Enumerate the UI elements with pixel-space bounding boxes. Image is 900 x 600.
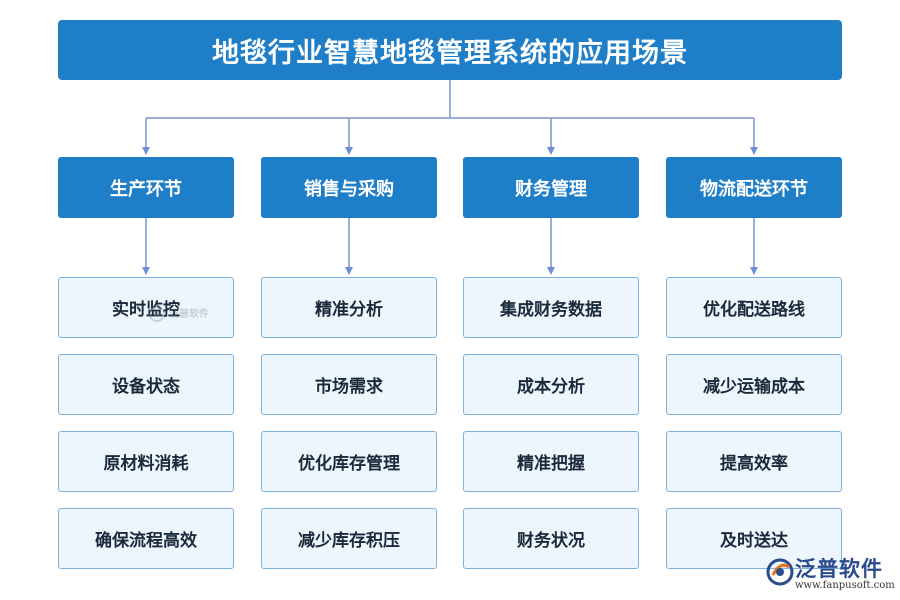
- item-precise-analysis: 精准分析: [261, 277, 437, 338]
- item-market-demand: 市场需求: [261, 354, 437, 415]
- item-equipment-status: 设备状态: [58, 354, 234, 415]
- brand-url: www.fanpusoft.com: [795, 580, 895, 591]
- brand-name: 泛普软件: [795, 557, 883, 581]
- item-efficient-process: 确保流程高效: [58, 508, 234, 569]
- watermark-text: 泛普软件: [169, 308, 209, 320]
- watermark-logo-icon: [149, 306, 165, 322]
- brand-logo-icon: [766, 558, 794, 586]
- item-precise-grasp: 精准把握: [463, 431, 639, 492]
- diagram-title: 地毯行业智慧地毯管理系统的应用场景: [58, 20, 842, 80]
- item-improve-efficiency: 提高效率: [666, 431, 842, 492]
- item-optimize-delivery-route: 优化配送路线: [666, 277, 842, 338]
- category-sales-purchasing: 销售与采购: [261, 157, 437, 218]
- item-on-time-delivery: 及时送达: [666, 508, 842, 569]
- item-real-time-monitoring: 实时监控: [58, 277, 234, 338]
- brand-logo: 泛普软件 www.fanpusoft.com: [765, 553, 895, 597]
- item-reduce-transport-cost: 减少运输成本: [666, 354, 842, 415]
- item-integrate-financial-data: 集成财务数据: [463, 277, 639, 338]
- category-production: 生产环节: [58, 157, 234, 218]
- item-financial-status: 财务状况: [463, 508, 639, 569]
- watermark: 泛普软件: [148, 300, 218, 328]
- item-optimize-inventory: 优化库存管理: [261, 431, 437, 492]
- category-finance: 财务管理: [463, 157, 639, 218]
- item-material-consumption: 原材料消耗: [58, 431, 234, 492]
- category-logistics: 物流配送环节: [666, 157, 842, 218]
- item-cost-analysis: 成本分析: [463, 354, 639, 415]
- item-reduce-overstock: 减少库存积压: [261, 508, 437, 569]
